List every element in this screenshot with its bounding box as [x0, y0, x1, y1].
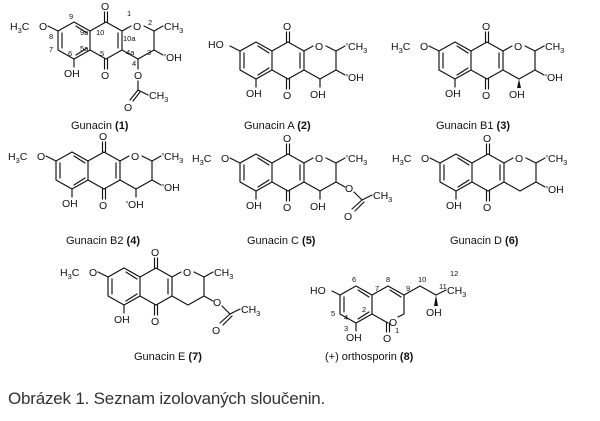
svg-text:O: O — [39, 21, 47, 33]
svg-text:'CH3: 'CH3 — [162, 151, 183, 165]
svg-text:OH: OH — [446, 200, 462, 212]
svg-text:4: 4 — [344, 313, 348, 322]
svg-text:CH3: CH3 — [545, 41, 564, 55]
caption-orthosporin-8: (+) orthosporin (8) — [325, 351, 414, 363]
svg-text:7: 7 — [375, 284, 379, 293]
svg-text:8: 8 — [386, 275, 390, 284]
svg-text:OH: OH — [310, 201, 326, 213]
svg-text:9: 9 — [406, 284, 410, 293]
svg-text:HO: HO — [208, 39, 224, 51]
svg-text:6: 6 — [352, 275, 356, 284]
svg-text:HO: HO — [310, 285, 326, 297]
svg-text:5a: 5a — [80, 44, 89, 53]
svg-text:1: 1 — [395, 326, 399, 335]
svg-text:O: O — [344, 211, 352, 223]
svg-text:H3C: H3C — [391, 41, 411, 55]
svg-text:1: 1 — [127, 9, 131, 18]
svg-text:CH3: CH3 — [214, 267, 233, 281]
svg-text:O: O — [124, 102, 132, 114]
svg-text:OH: OH — [310, 89, 326, 101]
caption-gunacin-e-7: Gunacin E (7) — [134, 351, 202, 363]
svg-text:OH: OH — [246, 88, 262, 100]
svg-text:9: 9 — [69, 12, 73, 21]
svg-text:'CH3: 'CH3 — [546, 153, 567, 167]
svg-text:O: O — [221, 153, 229, 165]
svg-text:O: O — [89, 267, 97, 279]
svg-text:7: 7 — [49, 45, 53, 54]
svg-text:'OH: 'OH — [546, 184, 564, 196]
structure-gunacin-c-5: H3C O OH 'CH3 O O CH3 OH — [192, 133, 392, 223]
svg-text:5: 5 — [331, 309, 335, 318]
svg-text:11: 11 — [439, 282, 447, 291]
structure-orthosporin-8: O O HO OH CH3 OH 6 5 5 7 8 9 10 11 12 2 — [310, 269, 466, 345]
structure-gunacin-b2-4: H3C O OH 'CH3 'OH 'OH — [8, 131, 183, 212]
svg-text:O: O — [213, 297, 221, 309]
svg-text:O: O — [37, 151, 45, 163]
caption-gunacin-b2-4: Gunacin B2 (4) — [66, 235, 140, 247]
structure-gunacin-b1-3: H3C O OH CH3 'OH OH — [391, 21, 564, 102]
caption-gunacin-a-2: Gunacin A (2) — [244, 120, 311, 132]
svg-text:CH3: CH3 — [373, 190, 392, 204]
svg-text:OH: OH — [426, 307, 442, 319]
svg-text:OH: OH — [346, 332, 362, 344]
figure-caption: Obrázek 1. Seznam izolovaných sloučenin. — [8, 389, 326, 408]
structure-gunacin-1: H3C O OH CH3 'OH O O CH3 1 2 3 4 4a 5 5a… — [10, 1, 183, 114]
svg-text:'CH3: 'CH3 — [346, 153, 367, 167]
svg-text:O: O — [389, 317, 397, 329]
structure-gunacin-d-6: H3C O OH 'CH3 'OH — [392, 133, 567, 214]
svg-text:10a: 10a — [123, 34, 136, 43]
svg-text:H3C: H3C — [192, 153, 212, 167]
svg-text:10: 10 — [96, 28, 104, 37]
svg-text:O: O — [212, 325, 220, 337]
svg-text:4a: 4a — [126, 48, 135, 57]
svg-text:2: 2 — [148, 18, 152, 27]
svg-text:3: 3 — [147, 48, 151, 57]
svg-text:OH: OH — [114, 314, 130, 326]
svg-text:H3C: H3C — [392, 153, 412, 167]
svg-text:CH3: CH3 — [447, 285, 466, 299]
svg-text:OH: OH — [62, 198, 78, 210]
svg-text:CH3: CH3 — [164, 21, 183, 35]
svg-text:8: 8 — [49, 32, 53, 41]
svg-text:H3C: H3C — [60, 267, 80, 281]
compound-structures-figure: O O O H3C O OH CH3 'OH O O CH3 1 2 — [8, 1, 567, 363]
svg-text:O: O — [345, 183, 353, 195]
svg-text:9a: 9a — [80, 28, 89, 37]
svg-text:OH: OH — [509, 89, 525, 101]
svg-text:'OH: 'OH — [126, 199, 144, 211]
h3co-label: H3C — [10, 21, 30, 35]
svg-text:O: O — [420, 41, 428, 53]
caption-gunacin-c-5: Gunacin C (5) — [247, 235, 316, 247]
caption-gunacin-b1-3: Gunacin B1 (3) — [436, 120, 510, 132]
svg-text:'CH3: 'CH3 — [346, 41, 367, 55]
svg-text:5: 5 — [100, 49, 104, 58]
svg-text:'OH: 'OH — [545, 72, 563, 84]
svg-text:6: 6 — [68, 49, 72, 58]
svg-text:CH3: CH3 — [241, 304, 260, 318]
structure-gunacin-e-7: H3C O OH CH3 O O CH3 — [60, 247, 260, 337]
svg-text:2: 2 — [362, 305, 366, 314]
svg-text:'OH: 'OH — [162, 182, 180, 194]
svg-text:O: O — [383, 333, 391, 345]
svg-text:'OH: 'OH — [346, 72, 364, 84]
structure-gunacin-a-2: HO OH 'CH3 'OH OH — [208, 21, 367, 102]
svg-text:OH: OH — [445, 88, 461, 100]
svg-text:4: 4 — [132, 59, 136, 68]
svg-text:H3C: H3C — [8, 151, 28, 165]
svg-text:O: O — [421, 153, 429, 165]
svg-text:CH3: CH3 — [149, 90, 168, 104]
svg-text:OH: OH — [64, 68, 80, 80]
svg-text:12: 12 — [450, 269, 458, 278]
svg-text:3: 3 — [344, 324, 348, 333]
caption-gunacin-d-6: Gunacin D (6) — [450, 235, 519, 247]
svg-text:OH: OH — [246, 200, 262, 212]
svg-text:10: 10 — [418, 275, 426, 284]
caption-gunacin-1: Gunacin (1) — [71, 120, 129, 132]
svg-text:O: O — [134, 70, 142, 82]
svg-text:'OH: 'OH — [164, 52, 182, 64]
